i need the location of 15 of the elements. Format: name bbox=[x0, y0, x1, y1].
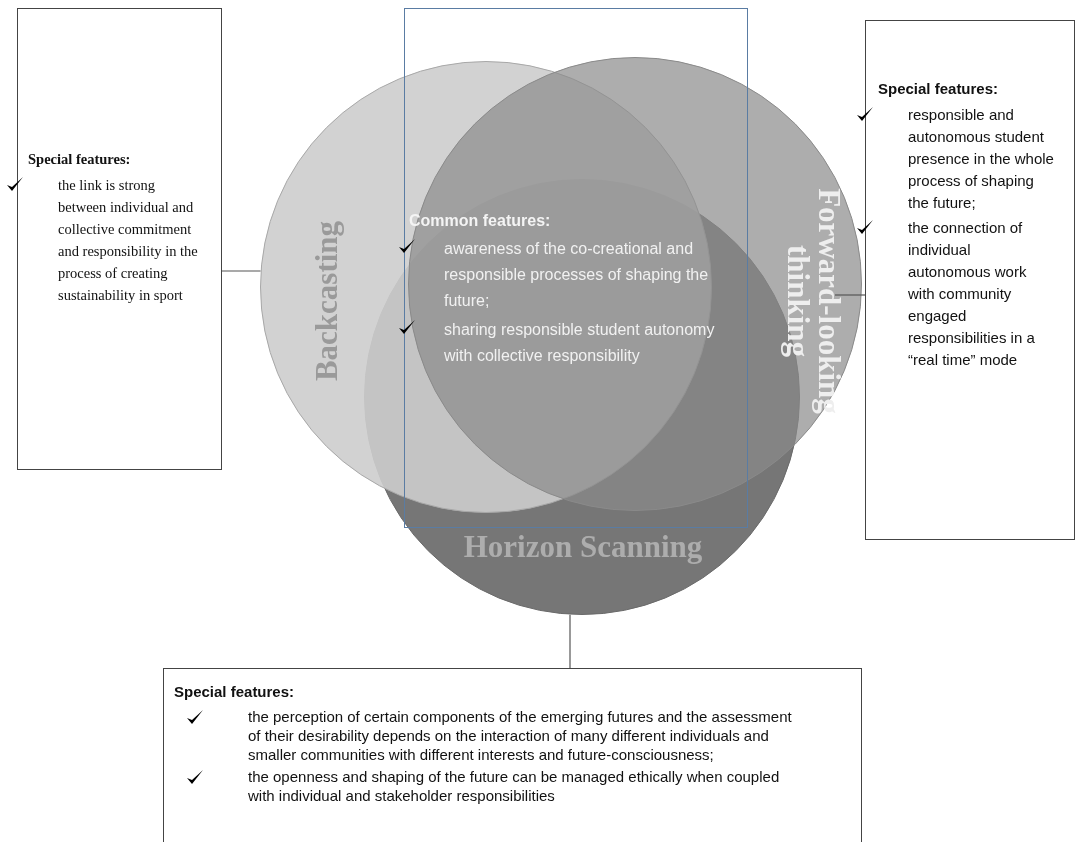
feature-item: awareness of the co-creational and responsible processes of shaping the future; bbox=[444, 239, 710, 311]
features-heading: Special features: bbox=[174, 682, 296, 702]
leader-line bbox=[569, 614, 571, 669]
feature-item: the link is strong between individual and collective commitment and responsibility in the process of creating sustainability in sport bbox=[58, 175, 199, 305]
feature-item: the connection of individual autonomous work with community engaged responsibilities in a “real time” mode bbox=[908, 217, 1036, 370]
features-heading: Special features: bbox=[878, 79, 1000, 99]
feature-item: sharing responsible student autonomy with collective responsibility bbox=[444, 320, 716, 366]
feature-item: the perception of certain components of the emerging futures and the assessment of their desirability depends on the interaction of many different individuals and smaller communities with different interests and future-consciousness; bbox=[248, 706, 793, 764]
leader-line bbox=[834, 294, 866, 296]
features-heading: Special features: bbox=[28, 150, 132, 169]
feature-item: the openness and shaping of the future can be managed ethically when coupled with individual and stakeholder responsibilities bbox=[248, 766, 781, 805]
circle-label: Backcasting bbox=[310, 219, 342, 384]
feature-item: responsible and autonomous student presence in the whole process of shaping the future; bbox=[908, 104, 1055, 213]
leader-line bbox=[221, 270, 262, 272]
feature-box bbox=[163, 668, 862, 842]
